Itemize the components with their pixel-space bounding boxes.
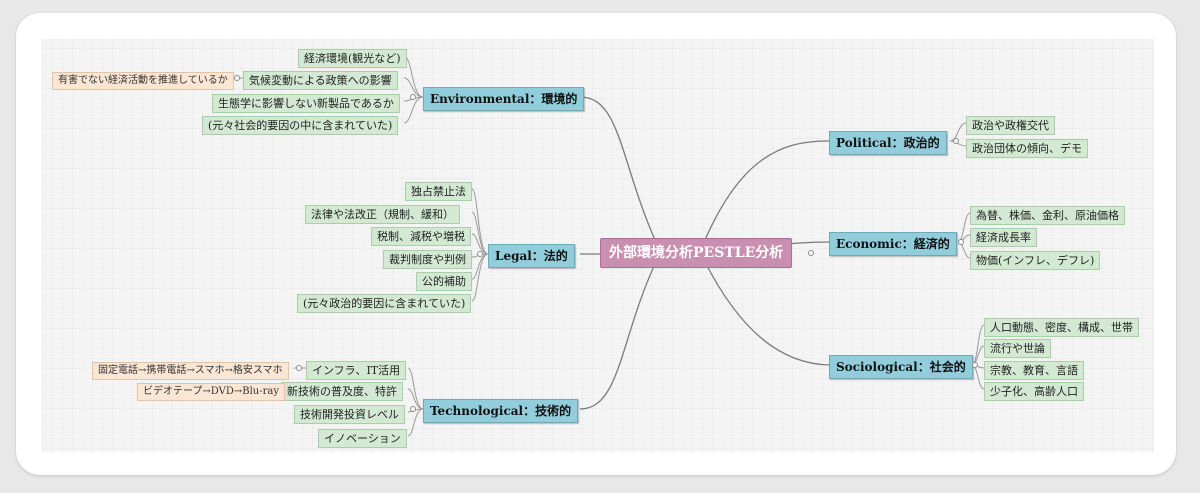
legal-item[interactable]: 税制、減税や増税 (371, 227, 471, 246)
legal-item[interactable]: (元々政治的要因に含まれていた) (297, 294, 472, 313)
legal-item[interactable]: 法律や法改正（規制、緩和） (305, 205, 460, 224)
technological-item[interactable]: 新技術の普及度、特許 (281, 382, 403, 401)
technological-item[interactable]: イノベーション (318, 429, 407, 448)
sociological-item[interactable]: 少子化、高齢人口 (984, 382, 1084, 401)
technological-item[interactable]: インフラ、IT活用 (306, 361, 407, 380)
sociological-item[interactable]: 人口動態、密度、構成、世帯 (984, 318, 1139, 337)
technological-subitem[interactable]: 固定電話→携帯電話→スマホ→格安スマホ (92, 362, 289, 380)
link-central-environmental (579, 96, 656, 241)
economic-item[interactable]: 為替、株価、金利、原油価格 (970, 206, 1125, 225)
economic-item[interactable]: 物価(インフレ、デフレ) (970, 251, 1101, 270)
environmental-sub-collapse-handle[interactable] (234, 75, 240, 81)
environmental-subitem[interactable]: 有害でない経済活動を推進しているか (52, 72, 234, 90)
link-central-technological (579, 263, 656, 410)
branch-legal[interactable]: Legal：法的 (488, 244, 575, 268)
sociological-item[interactable]: 流行や世論 (984, 339, 1051, 358)
economic-item[interactable]: 経済成長率 (970, 228, 1037, 247)
economic-collapse-handle[interactable] (958, 239, 964, 245)
branch-environmental[interactable]: Environmental：環境的 (423, 87, 585, 111)
environmental-item[interactable]: 気候変動による政策への影響 (243, 71, 398, 90)
central-collapse-handle[interactable] (808, 250, 814, 256)
legal-item[interactable]: 裁判制度や判例 (383, 250, 472, 269)
political-item[interactable]: 政治団体の傾向、デモ (966, 139, 1088, 158)
environmental-item[interactable]: 生態学に影響しない新製品であるか (212, 94, 400, 113)
environmental-item[interactable]: 経済環境(観光など) (298, 49, 407, 68)
legal-item[interactable]: 公的補助 (416, 272, 472, 291)
branch-technological[interactable]: Technological：技術的 (423, 399, 579, 423)
legal-item[interactable]: 独占禁止法 (405, 182, 472, 201)
central-topic[interactable]: 外部環境分析PESTLE分析 (600, 238, 793, 268)
technological-collapse-handle[interactable] (410, 406, 416, 412)
political-collapse-handle[interactable] (953, 138, 959, 144)
sociological-item[interactable]: 宗教、教育、言語 (984, 361, 1084, 380)
link-central-sociological (704, 261, 831, 366)
sociological-collapse-handle[interactable] (972, 362, 978, 368)
technological-item[interactable]: 技術開発投資レベル (294, 405, 405, 424)
environmental-item[interactable]: (元々社会的要因の中に含まれていた) (202, 116, 399, 135)
political-item[interactable]: 政治や政権交代 (966, 116, 1055, 135)
branch-sociological[interactable]: Sociological：社会的 (829, 355, 973, 379)
branch-political[interactable]: Political：政治的 (829, 131, 947, 155)
legal-collapse-handle[interactable] (477, 251, 483, 257)
branch-economic[interactable]: Economic：経済的 (829, 232, 957, 256)
environmental-collapse-handle[interactable] (410, 94, 416, 100)
technological-sub-collapse-handle[interactable] (296, 365, 302, 371)
technological-subitem[interactable]: ビデオテープ→DVD→Blu-ray (137, 383, 285, 401)
link-central-political (704, 140, 831, 241)
